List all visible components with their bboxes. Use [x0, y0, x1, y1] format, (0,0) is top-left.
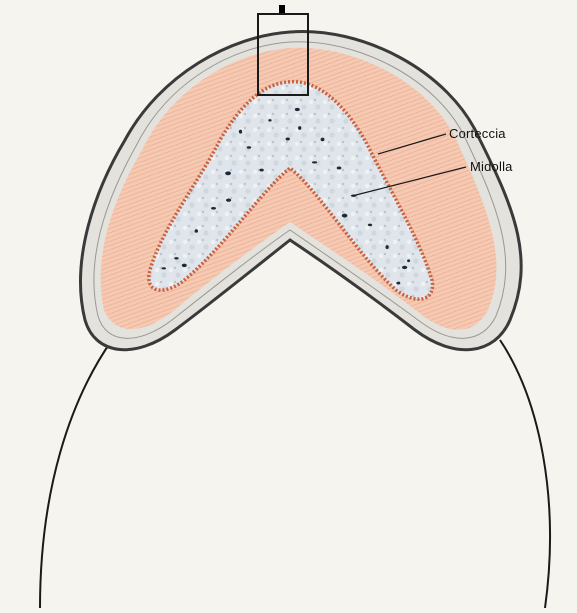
medulla-cell [182, 264, 187, 267]
medulla-cell [286, 137, 290, 140]
medulla-cell [268, 119, 271, 121]
medulla-cell [211, 207, 216, 210]
medulla-cell [337, 166, 342, 169]
medulla-cell [407, 259, 410, 262]
medulla-cell [402, 266, 407, 269]
medulla-cell [247, 146, 251, 148]
medulla-cell [259, 169, 263, 172]
outer-body-contour [40, 340, 112, 608]
medulla-label: Midolla [470, 159, 513, 174]
medulla-cell [368, 224, 372, 226]
medulla-cell [298, 126, 301, 130]
medulla-cell [174, 257, 178, 259]
medulla-cell [195, 229, 198, 233]
medulla-cell [226, 199, 231, 202]
outer-body-contour-right [500, 340, 550, 608]
medulla-cell [162, 267, 166, 269]
inset-marker [279, 5, 285, 13]
medulla-cell [239, 130, 242, 134]
medulla-cell [321, 138, 325, 142]
medulla-cell [396, 282, 400, 285]
medulla-cell [385, 245, 388, 249]
medulla-cell [295, 108, 300, 111]
cortex-label: Corteccia [449, 126, 506, 141]
medulla-cell [312, 161, 317, 163]
medulla-cell [225, 171, 231, 175]
medulla-cell [342, 214, 348, 218]
